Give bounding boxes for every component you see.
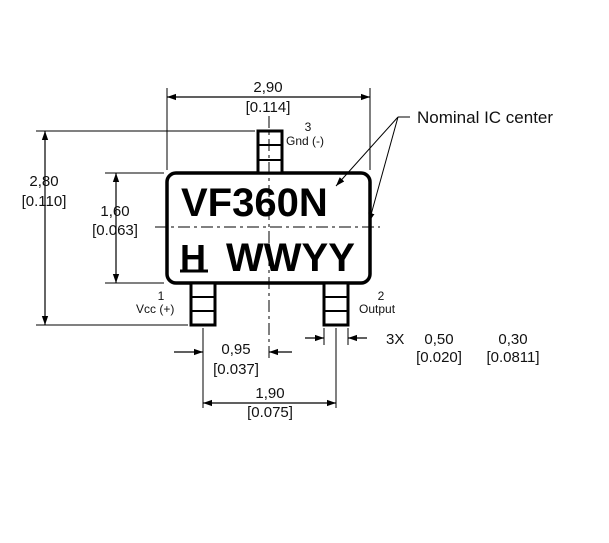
pin-label-1: 1 Vcc (+) xyxy=(136,289,174,316)
pin-label-2: 2 Output xyxy=(359,289,396,316)
dim-pin-pitch: 0,95 [0.037] xyxy=(174,341,292,378)
svg-text:[0.110]: [0.110] xyxy=(22,193,67,210)
lead-length-in: [0.0811] xyxy=(486,349,539,366)
svg-text:[0.114]: [0.114] xyxy=(246,99,291,116)
svg-text:Vcc (+): Vcc (+) xyxy=(136,302,174,316)
svg-text:0,95: 0,95 xyxy=(221,341,250,358)
lead-width-mm: 0,50 xyxy=(424,331,453,348)
lead-3-gnd xyxy=(256,129,284,175)
nominal-center-note: Nominal IC center xyxy=(417,108,553,127)
svg-text:[0.075]: [0.075] xyxy=(247,404,293,421)
lead-count: 3X xyxy=(386,331,404,348)
svg-text:2,80: 2,80 xyxy=(29,173,58,190)
lead-2-output xyxy=(322,281,350,327)
svg-text:Gnd (-): Gnd (-) xyxy=(286,134,324,148)
svg-text:1,60: 1,60 xyxy=(100,203,129,220)
lead-1-vcc xyxy=(189,281,217,327)
marking-date-code: WWYY xyxy=(226,236,355,280)
logo-mark: H xyxy=(180,237,208,278)
dim-body-height: 1,60 [0.063] xyxy=(92,173,138,283)
svg-text:Output: Output xyxy=(359,302,396,316)
svg-text:[0.037]: [0.037] xyxy=(213,361,259,378)
svg-text:[0.063]: [0.063] xyxy=(92,222,138,239)
svg-text:2: 2 xyxy=(378,289,385,303)
svg-text:3: 3 xyxy=(305,120,312,134)
dim-overall-height: 2,80 [0.110] xyxy=(22,131,67,325)
svg-text:1,90: 1,90 xyxy=(255,385,284,402)
lead-length-mm: 0,30 xyxy=(498,331,527,348)
dim-outer-pin-span: 1,90 [0.075] xyxy=(203,385,336,421)
pin-label-3: 3 Gnd (-) xyxy=(286,120,324,148)
lead-width-in: [0.020] xyxy=(416,349,462,366)
marking-part-number: VF360N xyxy=(181,181,328,225)
dim-lead-size: 3X 0,50 [0.020] 0,30 [0.0811] xyxy=(305,331,540,366)
nominal-center-callout: Nominal IC center xyxy=(335,108,553,223)
dim-body-width: 2,90 [0.114] xyxy=(167,79,370,116)
svg-text:1: 1 xyxy=(158,289,165,303)
svg-text:2,90: 2,90 xyxy=(253,79,282,96)
centerlines xyxy=(155,116,380,360)
